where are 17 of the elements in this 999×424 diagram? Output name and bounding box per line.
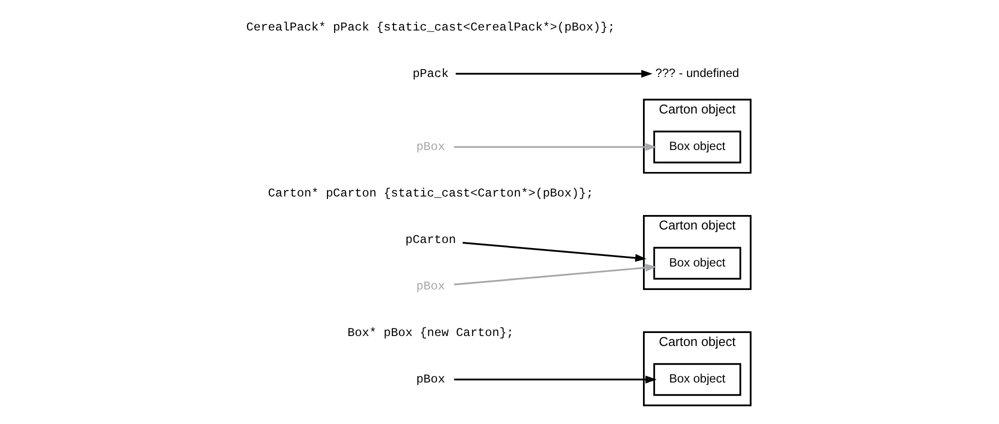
label: CerealPack* pPack {static_cast<CerealPack*>(pBox)}; [246, 20, 615, 34]
node-text: pCarton [404, 233, 456, 248]
node-text: ??? - undefined [654, 66, 739, 80]
node-text: pPack [412, 66, 448, 81]
arrow [454, 376, 656, 384]
arrow [455, 70, 652, 78]
arrow [454, 143, 656, 151]
node-box: Box object [652, 246, 741, 280]
node-box: Box object [652, 363, 741, 396]
label: Carton* pCarton {static_cast<Carton*>(pBox)}; [267, 186, 593, 201]
node-text: pBox [416, 372, 445, 387]
node-text: pBox [416, 280, 445, 294]
arrow [462, 242, 646, 262]
label: Box* pBox {new Carton}; [347, 326, 514, 340]
node-box: Box object [652, 130, 741, 164]
arrow [454, 264, 656, 286]
node-text: pBox [416, 140, 445, 154]
